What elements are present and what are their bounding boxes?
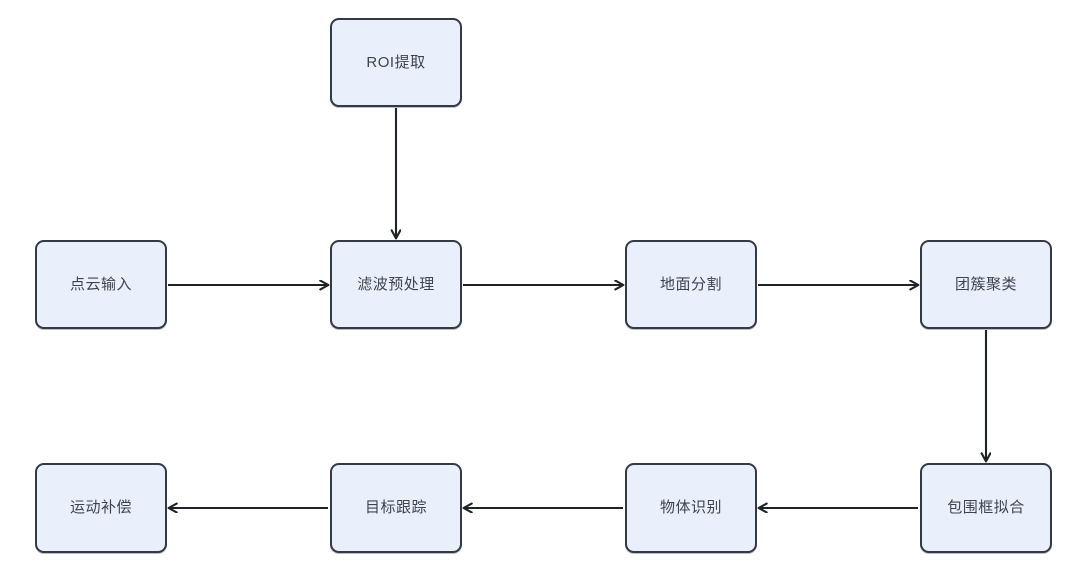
node-point-cloud-input-label: 点云输入 [69,275,132,293]
node-motion-compensation-label: 运动补偿 [69,499,132,516]
node-target-tracking-label: 目标跟踪 [364,499,427,516]
node-filter-preprocess-label: 滤波预处理 [357,275,435,293]
node-motion-compensation[interactable]: 运动补偿 [35,463,167,553]
node-target-tracking[interactable]: 目标跟踪 [330,463,462,553]
node-filter-preprocess[interactable]: 滤波预处理 [330,240,462,329]
node-roi-label: ROI提取 [366,53,426,71]
node-cluster-label: 团簇聚类 [954,275,1017,293]
node-object-recognition-label: 物体识别 [659,499,722,516]
node-cluster[interactable]: 团簇聚类 [920,240,1052,329]
node-object-recognition[interactable]: 物体识别 [625,463,757,553]
node-roi[interactable]: ROI提取 [330,18,462,107]
node-ground-segmentation[interactable]: 地面分割 [625,240,757,329]
node-bounding-box-fit[interactable]: 包围框拟合 [920,463,1052,553]
node-point-cloud-input[interactable]: 点云输入 [35,240,167,329]
node-ground-segmentation-label: 地面分割 [659,275,722,293]
node-bounding-box-fit-label: 包围框拟合 [947,499,1025,516]
